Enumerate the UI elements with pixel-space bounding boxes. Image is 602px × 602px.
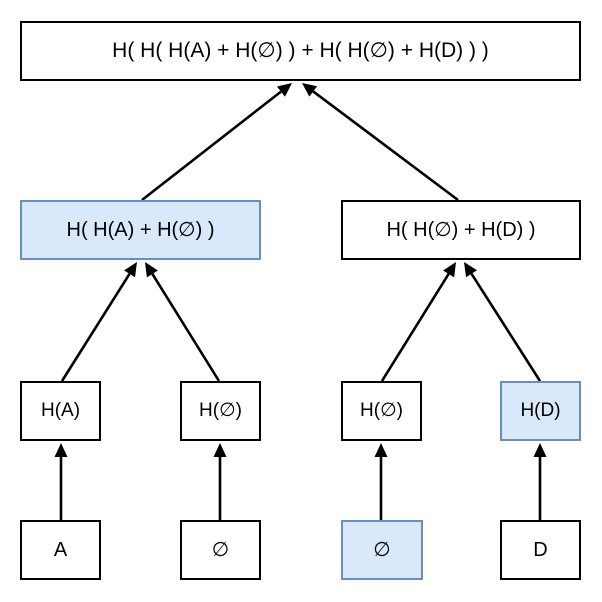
node-hash-empty-2[interactable]: H(∅) — [341, 381, 422, 441]
node-root-label: H( H( H(A) + H(∅) ) + H( H(∅) + H(D) ) ) — [112, 39, 489, 63]
node-mid-right[interactable]: H( H(∅) + H(D) ) — [341, 200, 581, 260]
node-hash-d[interactable]: H(D) — [500, 381, 581, 441]
node-hash-empty-2-label: H(∅) — [360, 399, 403, 421]
edge-mid-right-to-root — [302, 83, 459, 202]
node-hash-a-label: H(A) — [40, 399, 81, 421]
edge-mid-left-to-root — [141, 83, 292, 202]
edge-hash-e1-to-mid-left — [145, 262, 221, 382]
edge-hash-a-to-mid-left — [60, 262, 137, 382]
node-data-d[interactable]: D — [500, 520, 581, 580]
node-data-a-label: A — [53, 539, 68, 561]
edge-data-e1-to-hash-e1 — [213, 443, 227, 520]
node-mid-left[interactable]: H( H(A) + H(∅) ) — [20, 200, 261, 260]
node-data-d-label: D — [533, 539, 548, 561]
node-mid-left-label: H( H(A) + H(∅) ) — [66, 219, 215, 241]
node-hash-d-label: H(D) — [520, 399, 561, 421]
node-data-empty-1-label: ∅ — [211, 539, 230, 561]
node-hash-a[interactable]: H(A) — [20, 381, 101, 441]
node-hash-empty-1-label: H(∅) — [199, 399, 242, 421]
edge-hash-d-to-mid-right — [464, 262, 542, 382]
edge-data-d-to-hash-d — [533, 443, 547, 520]
node-data-empty-2-label: ∅ — [373, 539, 391, 561]
node-mid-right-label: H( H(∅) + H(D) ) — [386, 219, 536, 241]
edge-data-a-to-hash-a — [54, 443, 68, 520]
node-data-empty-1[interactable]: ∅ — [180, 520, 261, 580]
node-root[interactable]: H( H( H(A) + H(∅) ) + H( H(∅) + H(D) ) ) — [20, 21, 581, 81]
edge-data-e2-to-hash-e2 — [374, 443, 388, 520]
node-data-a[interactable]: A — [20, 520, 101, 580]
node-data-empty-2[interactable]: ∅ — [341, 520, 423, 580]
edge-hash-e2-to-mid-right — [380, 262, 456, 382]
node-hash-empty-1[interactable]: H(∅) — [180, 381, 261, 441]
